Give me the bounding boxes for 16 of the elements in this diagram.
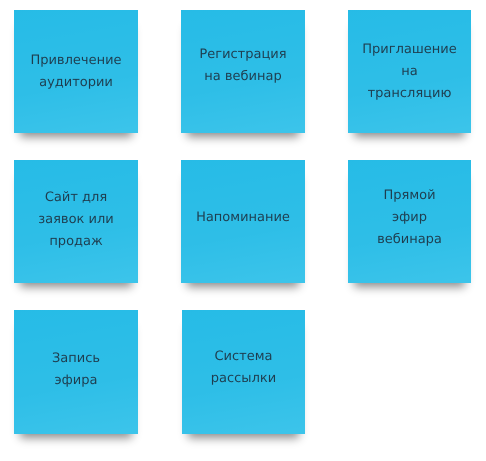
note-text: Регистрация на вебинар [198,46,288,86]
sticky-note [182,310,305,434]
note-text: Привлечение аудитории [29,52,123,92]
sticky-note [14,310,138,434]
note-text: Приглашение на трансляцию [361,40,458,102]
note-text: Напоминание [196,208,290,226]
sticky-note [14,160,138,283]
note-text: Система рассылки [210,348,278,388]
sticky-note [348,160,471,283]
sticky-note [348,10,471,133]
note-text: Прямой эфир вебинара [376,186,443,248]
sticky-note [181,160,305,283]
sticky-note [181,10,305,133]
note-text: Запись эфира [50,350,102,390]
note-text: Сайт для заявок или продаж [37,188,115,250]
sticky-note [14,10,138,133]
